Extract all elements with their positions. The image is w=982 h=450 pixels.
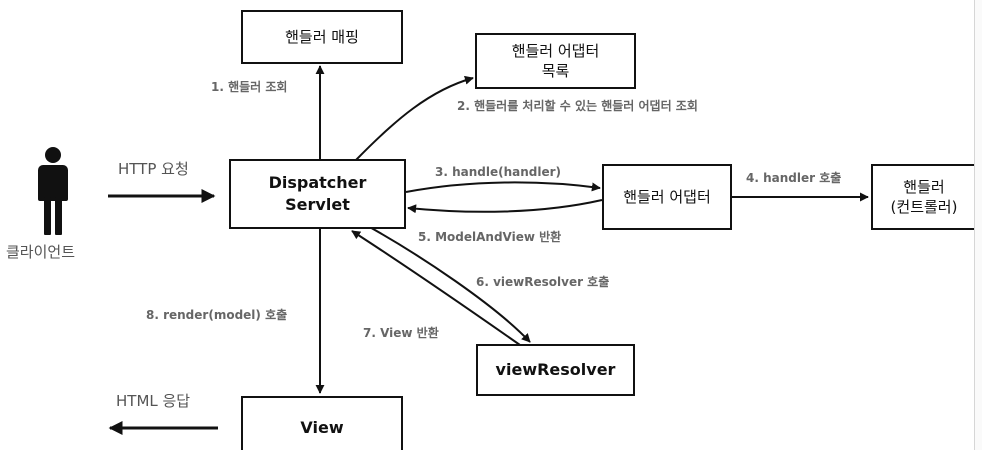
step-5-label: 5. ModelAndView 반환 bbox=[418, 230, 562, 244]
view-resolver-box: viewResolver bbox=[476, 344, 635, 396]
http-request-label: HTTP 요청 bbox=[118, 160, 189, 178]
handler-mapping-box: 핸들러 매핑 bbox=[241, 10, 403, 64]
html-response-label: HTML 응답 bbox=[116, 392, 191, 410]
handler-controller-box: 핸들러 (컨트롤러) bbox=[871, 164, 975, 230]
client-person-icon bbox=[36, 147, 70, 237]
step-8-label: 8. render(model) 호출 bbox=[146, 308, 288, 322]
step-6-label: 6. viewResolver 호출 bbox=[476, 275, 610, 289]
handler-line2: (컨트롤러) bbox=[890, 198, 958, 216]
dispatcher-servlet-line2: Servlet bbox=[285, 195, 350, 214]
handler-mapping-label: 핸들러 매핑 bbox=[285, 28, 359, 46]
view-label: View bbox=[300, 418, 344, 437]
dispatcher-servlet-box: Dispatcher Servlet bbox=[229, 159, 406, 229]
adapter-list-line1: 핸들러 어댑터 bbox=[511, 42, 600, 60]
adapter-list-line2: 목록 bbox=[541, 62, 570, 80]
view-box: View bbox=[241, 396, 403, 450]
arrow-3-handle bbox=[405, 181, 601, 193]
step-2-label: 2. 핸들러를 처리할 수 있는 핸들러 어댑터 조회 bbox=[457, 99, 698, 113]
handler-adapter-label: 핸들러 어댑터 bbox=[623, 188, 711, 206]
step-4-label: 4. handler 호출 bbox=[746, 171, 842, 185]
dispatcher-servlet-line1: Dispatcher bbox=[268, 173, 367, 192]
step-3-label: 3. handle(handler) bbox=[435, 165, 562, 179]
client-label: 클라이언트 bbox=[6, 243, 76, 261]
arrow-6-viewresolver-call bbox=[365, 224, 531, 343]
arrow-2-adapter-lookup bbox=[355, 75, 474, 161]
handler-adapter-box: 핸들러 어댑터 bbox=[602, 164, 732, 230]
arrow-5-modelandview bbox=[407, 199, 603, 214]
handler-line1: 핸들러 bbox=[903, 178, 945, 196]
step-7-label: 7. View 반환 bbox=[363, 326, 439, 340]
window-edge bbox=[974, 0, 982, 450]
view-resolver-label: viewResolver bbox=[495, 360, 616, 379]
step-1-label: 1. 핸들러 조회 bbox=[211, 80, 288, 94]
handler-adapter-list-box: 핸들러 어댑터 목록 bbox=[475, 33, 636, 89]
arrow-7-view-return bbox=[351, 230, 521, 346]
